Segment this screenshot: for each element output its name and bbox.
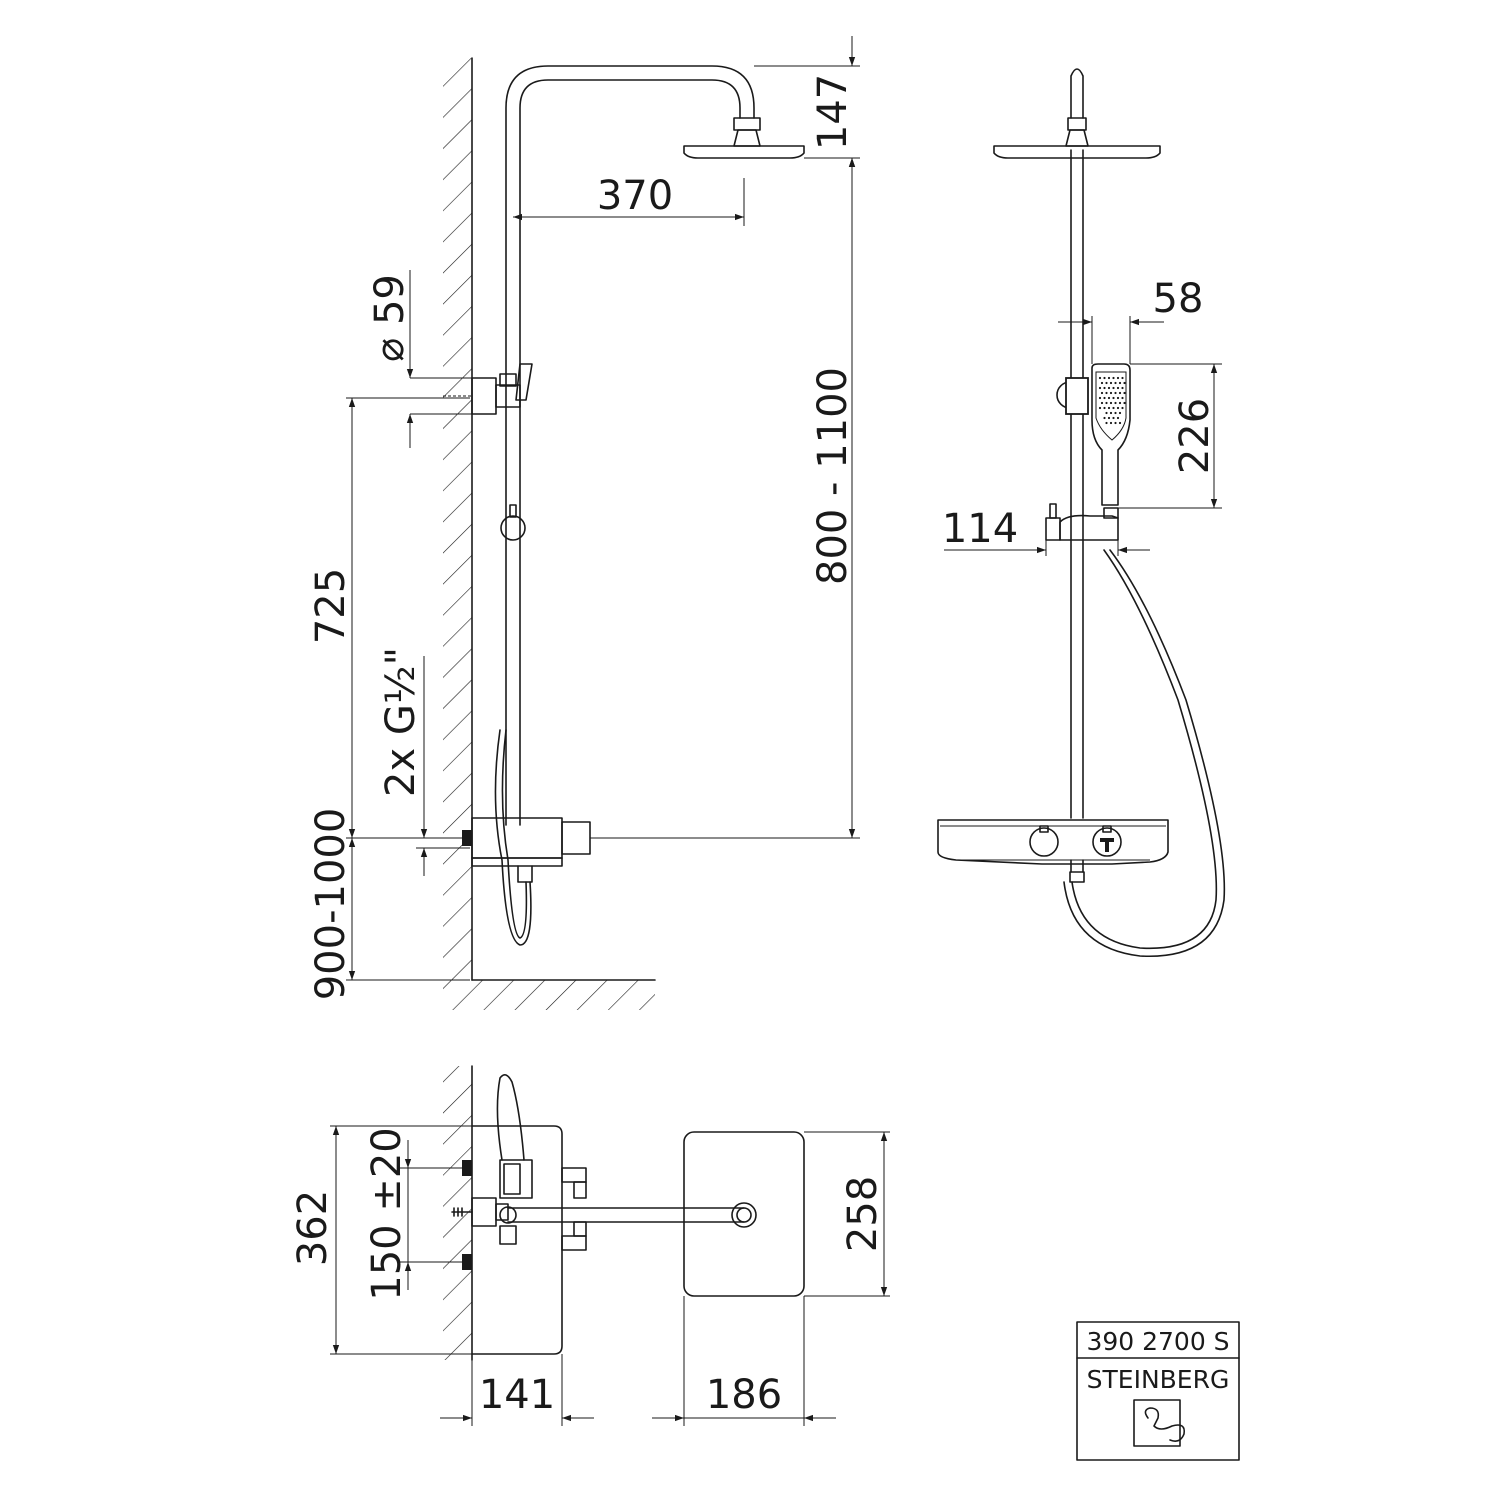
spray-nozzle — [1105, 381, 1108, 385]
spray-nozzle — [1121, 406, 1124, 410]
spray-nozzle — [1103, 386, 1106, 390]
brand-name: STEINBERG — [1087, 1365, 1230, 1394]
dim-shelf-width: 258 — [840, 1176, 886, 1252]
spray-nozzle — [1103, 406, 1106, 410]
spray-nozzle — [1116, 396, 1120, 400]
plan-arm — [507, 1207, 745, 1223]
spray-nozzle — [1123, 381, 1126, 385]
spray-nozzle — [1109, 411, 1113, 415]
hose-side — [494, 729, 532, 946]
spray-nozzle — [1114, 401, 1117, 405]
dim-inlet-connection: 2x G½" — [378, 647, 424, 797]
thermostat-knob — [1029, 825, 1059, 857]
dim-bracket-diameter: ⌀ 59 — [367, 274, 413, 362]
dim-holder-offset: 114 — [942, 506, 1018, 552]
spray-nozzle — [1112, 396, 1115, 400]
riser-pipe — [505, 65, 755, 826]
hand-shower-holder — [1045, 503, 1119, 541]
hand-shower — [1091, 363, 1131, 506]
spray-nozzle — [1123, 391, 1126, 395]
spray-nozzle — [1109, 421, 1113, 425]
spray-nozzle — [1116, 376, 1120, 380]
spray-nozzle — [1118, 401, 1122, 405]
spray-nozzle — [1107, 416, 1111, 420]
spray-nozzle — [1105, 401, 1108, 405]
spray-nozzle — [1109, 381, 1113, 385]
spray-nozzle — [1098, 396, 1102, 400]
dim-inlet-spacing: 150 ±20 — [364, 1127, 410, 1300]
dim-plan-depth: 141 — [479, 1372, 555, 1418]
showerhead-front — [993, 145, 1161, 159]
spray-nozzle — [1116, 386, 1120, 390]
side-view: 147 800 - 1100 370 ⌀ 59 725 2x G½" 900-1… — [308, 36, 860, 1010]
spray-nozzle — [1118, 391, 1122, 395]
dim-hand-shower-width: 58 — [1153, 276, 1204, 322]
spray-nozzle — [1107, 386, 1111, 390]
showerhead — [683, 117, 805, 159]
wall-bracket-upper — [443, 363, 533, 415]
spray-nozzle — [1105, 391, 1108, 395]
spray-nozzle — [1121, 376, 1124, 380]
spray-nozzle — [1105, 411, 1108, 415]
spray-nozzle — [1118, 421, 1122, 425]
spray-nozzle — [1107, 376, 1111, 380]
spray-nozzle — [1118, 411, 1122, 415]
spray-nozzle — [1100, 391, 1104, 395]
dim-hand-shower-length: 226 — [1172, 398, 1218, 474]
spray-nozzle — [1098, 386, 1102, 390]
spray-nozzle — [1109, 401, 1113, 405]
spray-nozzle — [1103, 396, 1106, 400]
dim-plan-total-width: 362 — [290, 1190, 336, 1266]
thermostat-shelf — [937, 819, 1169, 883]
dim-inlet-to-bracket: 725 — [308, 568, 354, 644]
spray-nozzle — [1100, 401, 1104, 405]
spray-nozzle — [1121, 386, 1124, 390]
spray-nozzle — [1114, 421, 1117, 425]
wall-hatch — [443, 58, 472, 980]
spray-nozzle — [1100, 381, 1104, 385]
spray-nozzle — [1114, 411, 1117, 415]
spray-nozzle — [1114, 381, 1117, 385]
plan-view: 362 150 ±20 258 141 186 — [290, 1065, 890, 1426]
brand-logo-icon — [1133, 1399, 1186, 1447]
dim-head-height: 147 — [810, 74, 856, 150]
dim-head-projection: 370 — [597, 173, 673, 219]
spray-nozzle — [1121, 396, 1124, 400]
spray-nozzle — [1107, 406, 1111, 410]
spray-nozzle — [1103, 376, 1106, 380]
slider-knob — [500, 504, 526, 541]
spray-nozzle — [1116, 416, 1120, 420]
spray-nozzle — [1112, 376, 1115, 380]
spray-nozzle — [1098, 376, 1102, 380]
floor-hatch — [443, 980, 655, 1010]
spray-nozzle — [1107, 396, 1111, 400]
spray-nozzle — [1114, 391, 1117, 395]
spray-nozzle — [1112, 406, 1115, 410]
wall-bracket-front — [1056, 377, 1089, 415]
spray-nozzle — [1112, 386, 1115, 390]
spray-nozzle — [1103, 416, 1106, 420]
spray-nozzle — [1112, 416, 1115, 420]
front-view: 58 226 114 — [937, 68, 1226, 958]
title-block: 390 2700 S STEINBERG — [1076, 1321, 1240, 1461]
flow-knob — [1092, 825, 1122, 857]
spray-nozzle — [1116, 406, 1120, 410]
spray-nozzle — [1123, 401, 1126, 405]
spray-nozzle — [1109, 391, 1113, 395]
article-number: 390 2700 S — [1086, 1327, 1229, 1356]
dim-rail-height: 800 - 1100 — [810, 367, 856, 585]
spray-nozzle — [1098, 406, 1102, 410]
hose-front — [1071, 549, 1218, 950]
dim-head-diameter: 186 — [706, 1372, 782, 1418]
spray-nozzle — [1105, 421, 1108, 425]
spray-nozzle — [1118, 381, 1122, 385]
thermostat-side — [462, 729, 591, 946]
dim-inlet-height: 900-1000 — [308, 808, 354, 1001]
plan-head — [683, 1131, 805, 1297]
